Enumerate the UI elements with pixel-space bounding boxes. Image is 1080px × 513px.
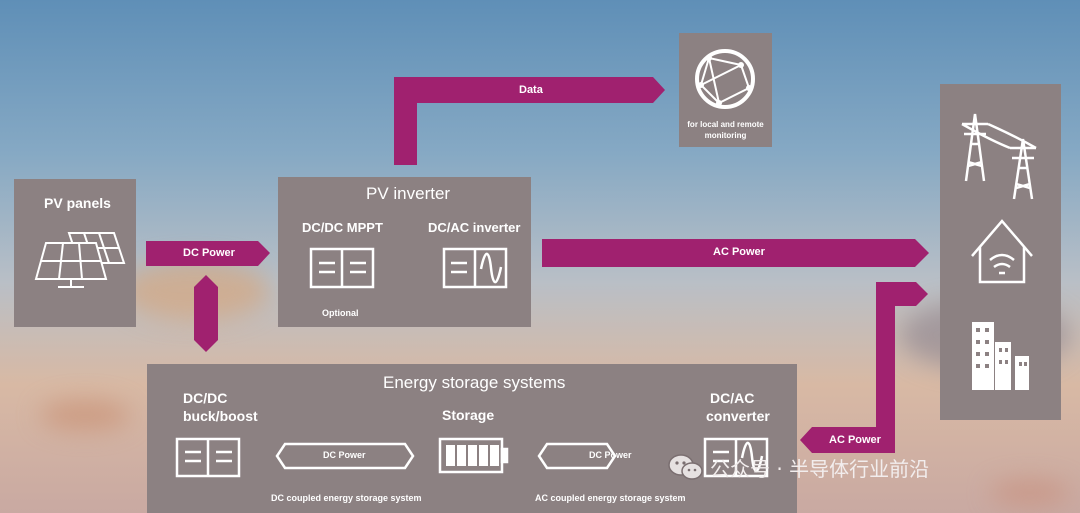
dc-power-right-label: DC Power — [589, 450, 632, 460]
dc-power-left-label: DC Power — [323, 450, 366, 460]
dcac-inverter-title: DC/AC inverter — [428, 220, 521, 235]
converter-icons — [309, 247, 508, 289]
buildings-icon — [972, 322, 1029, 390]
ac-power-elbow-arrow — [800, 282, 928, 453]
buck-boost-line1: DC/DC — [183, 390, 228, 406]
ess-title: Energy storage systems — [383, 373, 566, 392]
cloud — [990, 480, 1070, 505]
pv-panels-box: PV panels — [14, 179, 136, 327]
ac-coupled-label: AC coupled energy storage system — [535, 493, 686, 503]
data-arrow — [394, 77, 665, 165]
dc-power-right-arrow — [537, 442, 617, 470]
dc-coupled-label: DC coupled energy storage system — [271, 493, 422, 503]
converter-line1: DC/AC — [710, 390, 755, 406]
power-tower-icon — [961, 113, 1037, 200]
monitoring-box: for local and remote monitoring — [679, 33, 772, 147]
dc-power-label: DC Power — [183, 247, 235, 259]
optional-label: Optional — [322, 308, 359, 318]
house-wifi-icon — [971, 219, 1033, 284]
dc-power-arrow — [146, 241, 270, 266]
globe-icon — [695, 49, 755, 109]
dc-power-left-arrow — [275, 442, 415, 470]
ac-power-arrow — [542, 239, 929, 267]
energy-storage-box: Energy storage systems DC/DC buck/boost … — [147, 364, 797, 513]
storage-title: Storage — [442, 407, 495, 423]
ac-power-label: AC Power — [713, 246, 765, 258]
dcdc-mppt-title: DC/DC MPPT — [302, 220, 383, 235]
buck-boost-line2: buck/boost — [183, 408, 258, 424]
watermark-text: 公众号 · 半导体行业前沿 — [710, 456, 930, 481]
wechat-icon — [668, 454, 703, 480]
solar-panel-icon — [34, 232, 126, 288]
cloud — [40, 400, 130, 430]
pv-panels-title: PV panels — [44, 195, 111, 211]
pv-inverter-title: PV inverter — [366, 184, 451, 203]
dcac-converter-icon — [703, 437, 769, 478]
grid-loads-box — [940, 84, 1061, 420]
vertical-dc-arrow — [194, 275, 218, 352]
buck-boost-icon — [175, 437, 241, 478]
pv-inverter-box: PV inverter DC/DC MPPT DC/AC inverter Op… — [278, 177, 531, 327]
battery-icon — [438, 437, 509, 474]
ac-power-label-2: AC Power — [829, 434, 881, 446]
converter-line2: converter — [706, 408, 770, 424]
watermark: 公众号 · 半导体行业前沿 — [666, 452, 929, 482]
data-label: Data — [519, 84, 543, 96]
monitoring-label: for local and remote monitoring — [687, 120, 764, 140]
